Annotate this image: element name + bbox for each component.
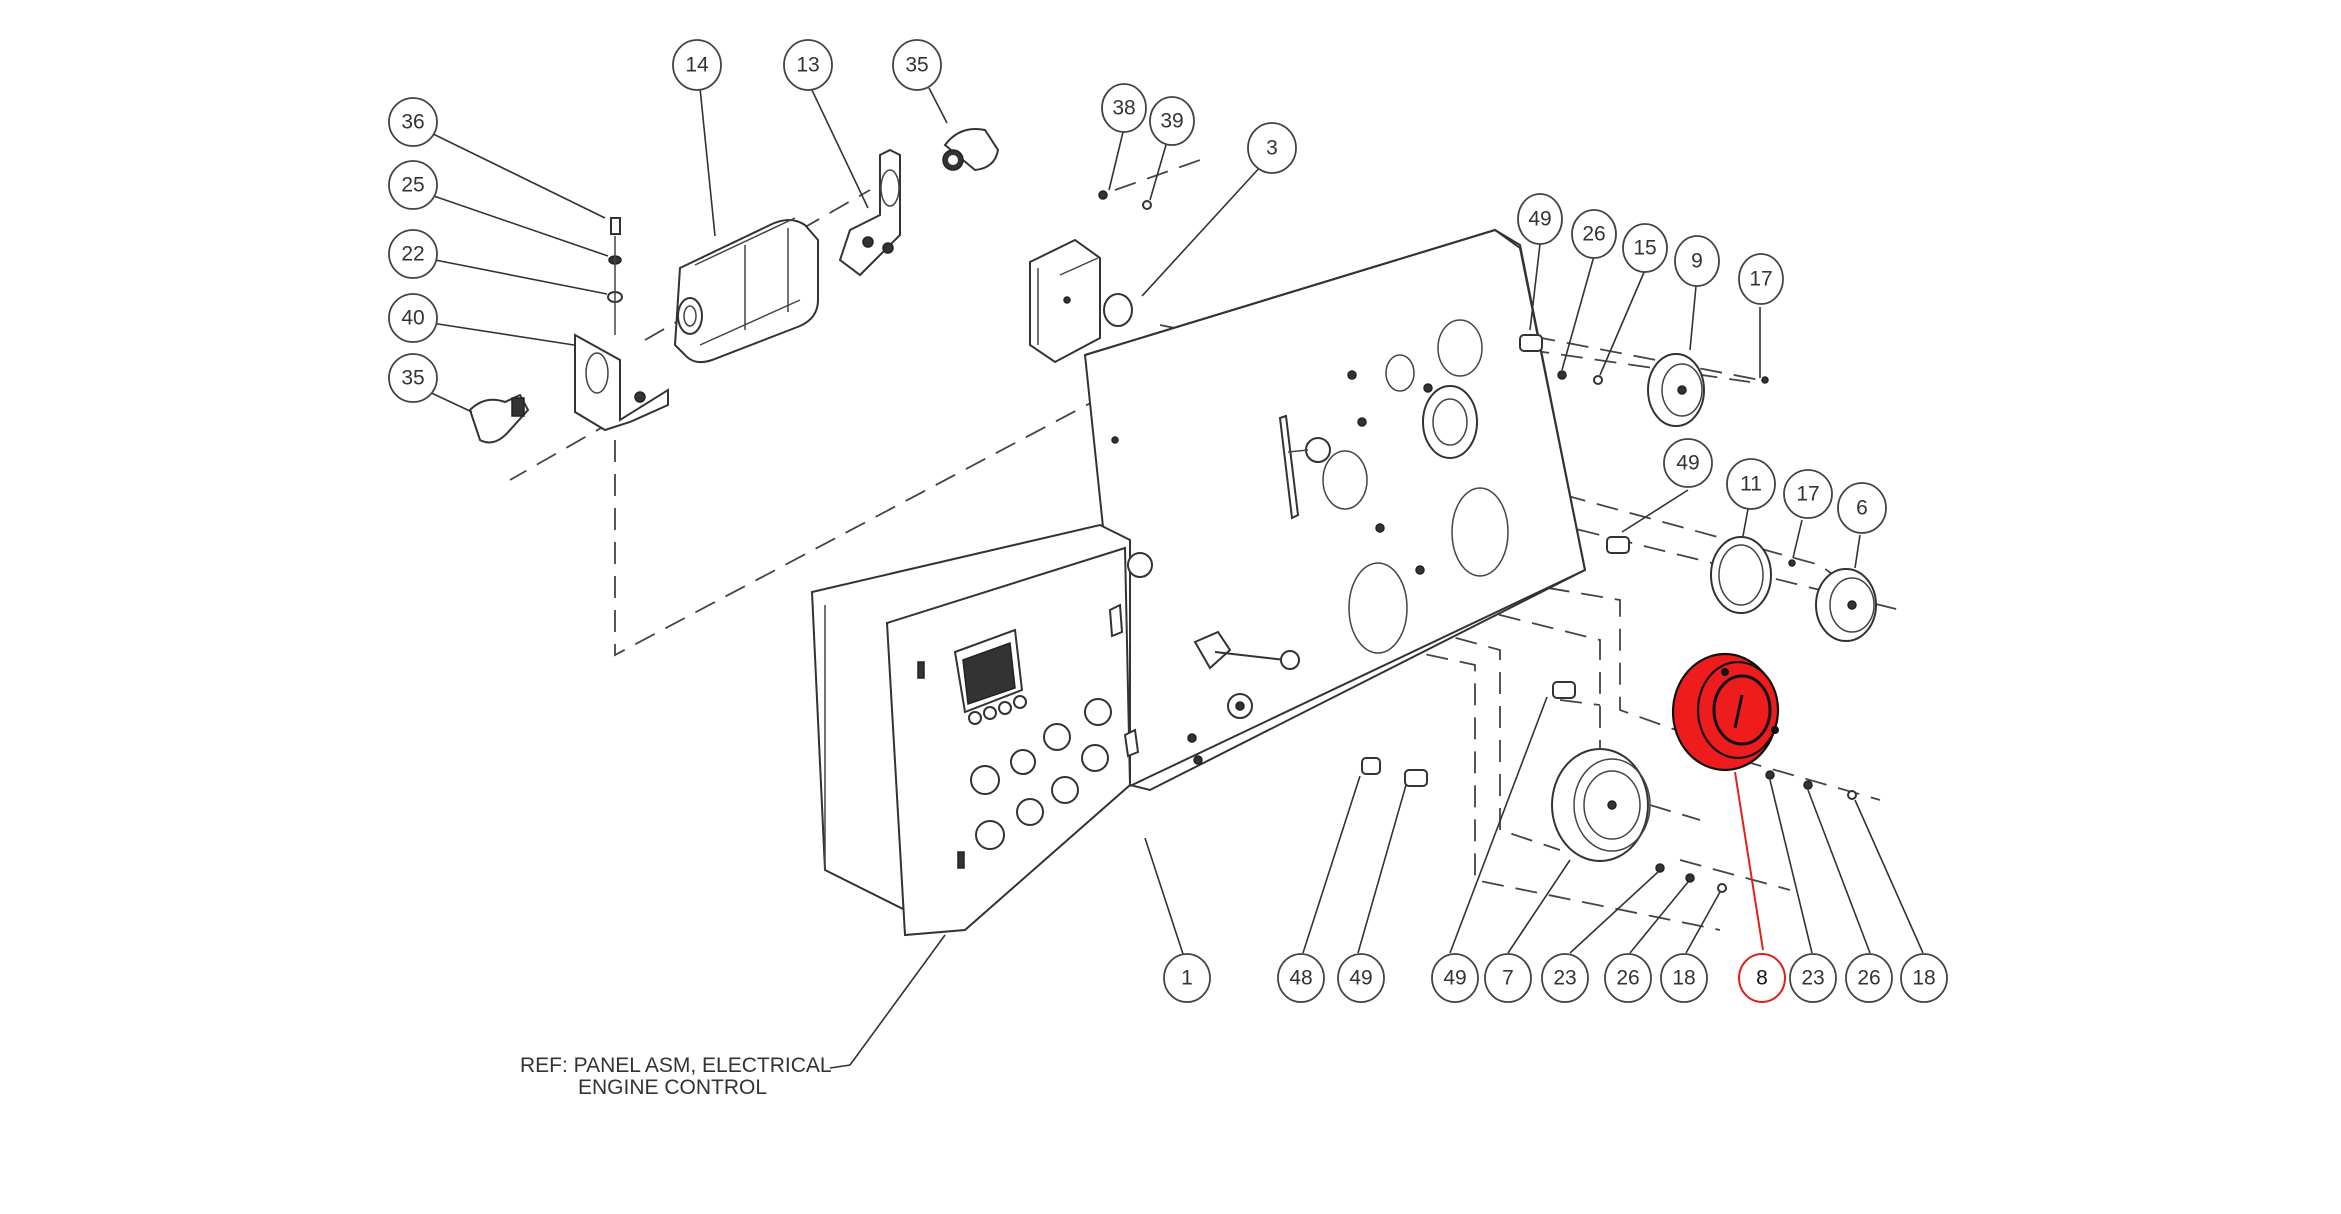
part-13-bracket [838,148,901,277]
callout-39[interactable]: 39 [1149,96,1195,146]
callout-26-b[interactable]: 26 [1845,953,1893,1003]
callout-26-top[interactable]: 26 [1571,209,1617,259]
electrical-control-enclosure [810,523,1153,937]
callout-18-a[interactable]: 18 [1660,953,1708,1003]
callout-label: 35 [905,54,928,77]
callout-label: 36 [401,111,424,134]
reference-note-line-2: ENGINE CONTROL [578,1076,767,1099]
callout-48[interactable]: 48 [1277,953,1325,1003]
callout-label: 49 [1349,967,1372,990]
callout-38[interactable]: 38 [1101,83,1147,133]
callout-22[interactable]: 22 [388,229,438,279]
callout-label: 6 [1856,497,1868,520]
callout-49-top[interactable]: 49 [1517,193,1563,245]
callout-label: 39 [1160,110,1183,133]
part-11-ring [1710,536,1772,614]
callout-label: 25 [401,174,424,197]
callout-label: 26 [1857,967,1880,990]
part-36-25-22-hardware [607,217,623,335]
callout-18-b[interactable]: 18 [1900,953,1948,1003]
callout-49-mid[interactable]: 49 [1663,438,1713,488]
callout-label: 17 [1796,483,1819,506]
callout-15[interactable]: 15 [1622,223,1668,273]
callout-36[interactable]: 36 [388,97,438,147]
callout-6[interactable]: 6 [1837,482,1887,534]
callout-label: 13 [796,54,819,77]
callout-13[interactable]: 13 [783,39,833,91]
part-9-gauge [1647,353,1705,427]
callout-49-bottom-a[interactable]: 49 [1337,953,1385,1003]
callout-label: 26 [1616,967,1639,990]
callout-35-left[interactable]: 35 [388,353,438,403]
callout-23-a[interactable]: 23 [1541,953,1589,1003]
callout-11[interactable]: 11 [1726,458,1776,510]
small-hardware [1557,370,1857,893]
callout-7[interactable]: 7 [1484,953,1532,1003]
callout-26-a[interactable]: 26 [1604,953,1652,1003]
callout-label: 38 [1112,97,1135,120]
reference-note-line-1: REF: PANEL ASM, ELECTRICAL [520,1054,832,1077]
callout-9[interactable]: 9 [1674,235,1720,287]
part-7-gauge [1551,748,1651,862]
callout-label: 18 [1912,967,1935,990]
part-14-solenoid [673,217,819,364]
callout-25[interactable]: 25 [388,160,438,210]
callout-label: 49 [1443,967,1466,990]
throttle-control [1193,630,1300,719]
callout-3[interactable]: 3 [1247,122,1297,174]
callout-35-top[interactable]: 35 [892,39,942,91]
callout-label: 23 [1801,967,1824,990]
callout-label: 35 [401,367,424,390]
callout-label: 49 [1676,452,1699,475]
part-8-gauge-highlighted [1671,652,1780,772]
callout-17-top[interactable]: 17 [1738,253,1784,305]
callout-label: 40 [401,307,424,330]
callout-1[interactable]: 1 [1163,953,1211,1003]
callout-label: 1 [1181,967,1193,990]
part-6-gauge [1815,568,1877,642]
part-35-fitting-bottom [468,393,530,444]
part-38-39-hardware [1098,190,1152,210]
part-1-main-panel [1083,228,1587,792]
part-35-fitting-top [942,128,1000,172]
callout-label: 8 [1756,967,1768,990]
callout-label: 26 [1582,223,1605,246]
callout-label: 22 [401,243,424,266]
callout-label: 49 [1528,208,1551,231]
callout-8-highlighted[interactable]: 8 [1738,953,1786,1003]
callout-40[interactable]: 40 [388,293,438,343]
callout-label: 11 [1740,473,1762,496]
callout-label: 23 [1553,967,1576,990]
callout-label: 15 [1633,237,1656,260]
callout-label: 9 [1691,250,1703,273]
callout-label: 48 [1289,967,1312,990]
part-49-fittings [1361,334,1630,787]
part-3-box [1029,238,1133,364]
callout-49-bottom-b[interactable]: 49 [1431,953,1479,1003]
leader-lines [424,87,1924,1069]
callout-label: 3 [1266,137,1278,160]
callout-14[interactable]: 14 [672,39,722,91]
callout-label: 18 [1672,967,1695,990]
callout-label: 17 [1749,268,1772,291]
callout-label: 7 [1502,967,1514,990]
callout-23-b[interactable]: 23 [1789,953,1837,1003]
callout-17-mid[interactable]: 17 [1783,469,1833,519]
callout-label: 14 [685,54,709,77]
part-40-bracket [574,333,669,432]
